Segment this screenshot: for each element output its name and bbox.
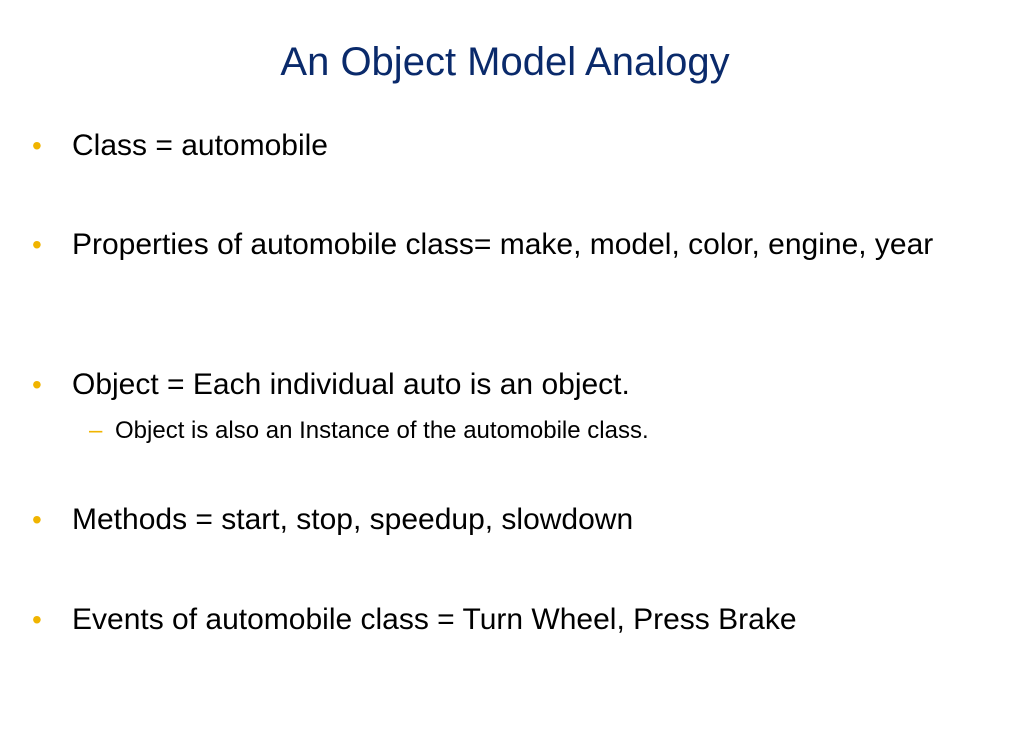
bullet-marker: •: [32, 604, 42, 635]
slide-title: An Object Model Analogy: [280, 40, 730, 84]
sub-bullet-marker: –: [89, 417, 103, 444]
bullet-text: Events of automobile class = Turn Wheel,…: [72, 603, 797, 636]
sub-bullet-text: Object is also an Instance of the automo…: [115, 417, 649, 444]
bullet-text: Properties of automobile class= make, mo…: [72, 228, 934, 261]
bullet-text: Methods = start, stop, speedup, slowdown: [72, 503, 634, 536]
bullet-marker: •: [32, 229, 42, 260]
bullet-marker: •: [32, 369, 42, 400]
bullet-marker: •: [32, 130, 42, 161]
bullet-text: Object = Each individual auto is an obje…: [72, 368, 630, 401]
bullet-marker: •: [32, 504, 42, 535]
bullet-text: Class = automobile: [72, 129, 328, 162]
